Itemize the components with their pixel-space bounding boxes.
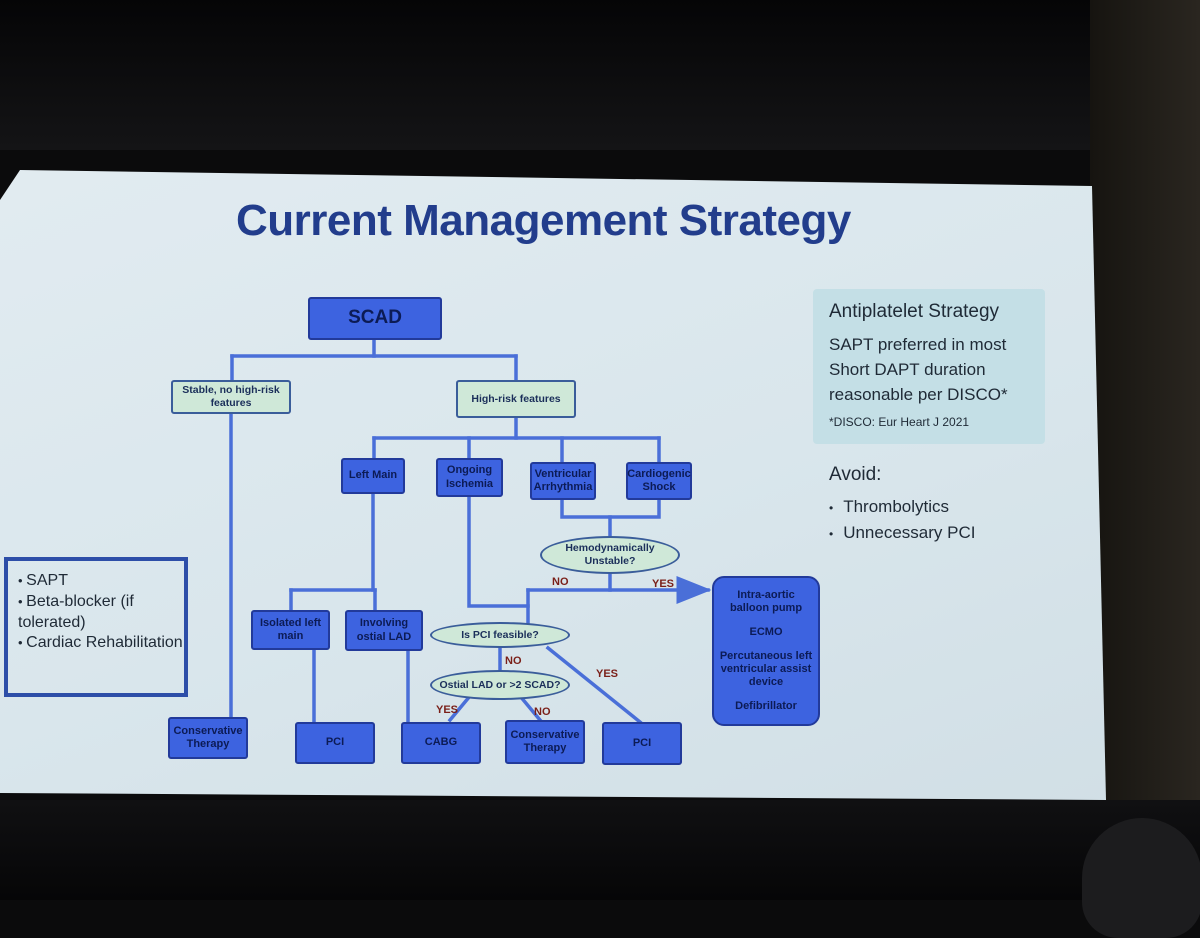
projector-screen: Current Management Strategy	[0, 0, 1200, 900]
involving-ostial-lad-node: Involving ostial LAD	[345, 610, 423, 651]
avoid-list: Thrombolytics Unnecessary PCI	[829, 494, 975, 545]
avoid-heading: Avoid:	[829, 464, 882, 485]
ventricular-arrhythmia-node: Ventricular Arrhythmia	[530, 462, 596, 500]
antiplatelet-footnote: *DISCO: Eur Heart J 2021	[829, 415, 970, 429]
left-item: SAPT	[18, 571, 184, 592]
flowchart-connectors	[229, 338, 712, 725]
yes-label: YES	[596, 668, 619, 680]
antiplatelet-line: reasonable per DISCO*	[829, 385, 1008, 404]
high-risk-node: High-risk features	[456, 380, 576, 418]
antiplatelet-line: Short DAPT duration	[829, 360, 986, 379]
ostial-lad-question: Ostial LAD or >2 SCAD?	[430, 670, 570, 700]
antiplatelet-heading: Antiplatelet Strategy	[829, 301, 1000, 322]
no-label: NO	[534, 706, 551, 718]
room-floor	[0, 800, 1200, 900]
supportive-care-box: SAPT Beta-blocker (if tolerated) Cardiac…	[4, 557, 188, 697]
left-item: Cardiac Rehabilitation	[18, 633, 184, 654]
slide-title: Current Management Strategy	[236, 196, 851, 245]
conservative-therapy-node-2: Conservative Therapy	[505, 720, 585, 764]
iabp-text: Intra-aortic balloon pump	[729, 589, 803, 615]
isolated-left-main-node: Isolated left main	[251, 610, 330, 650]
room-ceiling	[0, 0, 1200, 150]
avoid-item: Unnecessary PCI	[829, 520, 975, 546]
ongoing-ischemia-node: Ongoing Ischemia	[436, 458, 503, 497]
room-wall	[1090, 0, 1200, 900]
plvad-text: Percutaneous left ventricular assist dev…	[719, 649, 813, 688]
pci-feasible-question: Is PCI feasible?	[430, 622, 570, 648]
ecmo-text: ECMO	[749, 626, 783, 638]
no-label: NO	[552, 576, 569, 588]
left-main-node: Left Main	[341, 458, 405, 494]
antiplatelet-panel: Antiplatelet Strategy SAPT preferred in …	[813, 289, 1045, 444]
hemodynamic-question: Hemodynamically Unstable?	[540, 536, 680, 574]
scad-node: SCAD	[308, 297, 442, 340]
defibrillator-text: Defibrillator	[735, 699, 797, 712]
cabg-node: CABG	[401, 722, 481, 764]
antiplatelet-line: SAPT preferred in most	[829, 335, 1007, 354]
no-label: NO	[505, 655, 522, 667]
left-item: Beta-blocker (if tolerated)	[18, 592, 184, 634]
stable-node: Stable, no high-risk features	[171, 380, 291, 414]
avoid-item: Thrombolytics	[829, 494, 975, 520]
audience-head-silhouette	[1082, 818, 1200, 938]
pci-node-2: PCI	[602, 722, 682, 765]
mechanical-support-node: Intra-aortic balloon pump ECMO Percutane…	[712, 576, 820, 726]
conservative-therapy-node: Conservative Therapy	[168, 717, 248, 759]
yes-label: YES	[436, 704, 459, 716]
pci-node: PCI	[295, 722, 375, 764]
yes-label: YES	[652, 578, 675, 590]
cardiogenic-shock-node: Cardiogenic Shock	[626, 462, 692, 500]
